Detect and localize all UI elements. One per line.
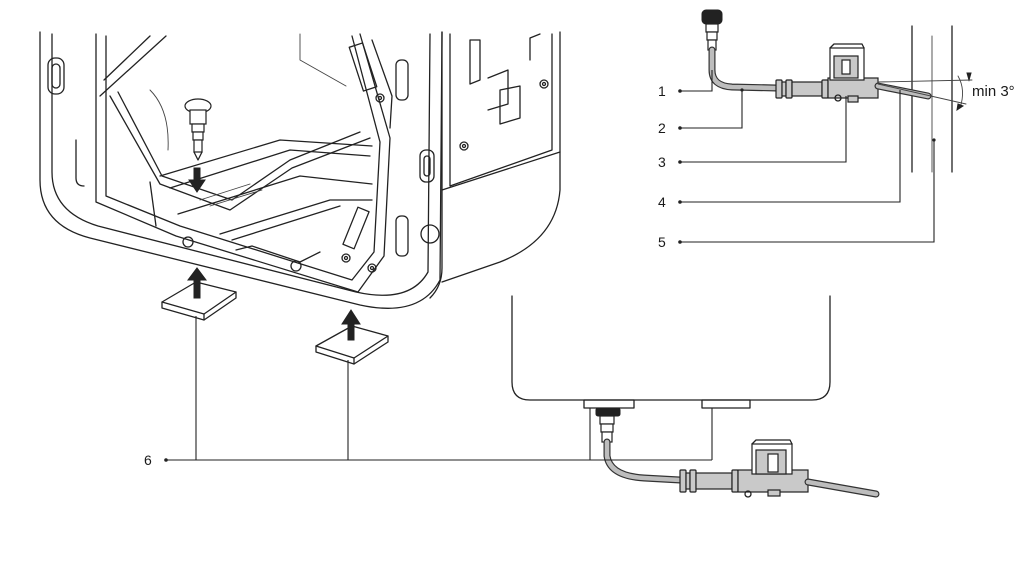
callout-6: 6 [144, 452, 152, 468]
foot-pad-left [161, 281, 237, 321]
screw-fitting [184, 98, 212, 161]
slope-annotation: min 3° [972, 83, 1015, 100]
foot-pad-right [315, 325, 389, 365]
callout-4: 4 [658, 194, 666, 210]
callout-2: 2 [658, 120, 666, 136]
callout-3: 3 [658, 154, 666, 170]
up-arrow-icon [187, 267, 207, 299]
installed-drain-view [511, 295, 880, 498]
leader-lines [164, 70, 936, 462]
unit-base-view [39, 31, 561, 309]
drain-detail-view: min 3° [701, 9, 1015, 173]
callout-5: 5 [658, 234, 666, 250]
down-arrow-icon [188, 167, 206, 193]
up-arrow-icon [341, 309, 361, 341]
callout-1: 1 [658, 83, 666, 99]
